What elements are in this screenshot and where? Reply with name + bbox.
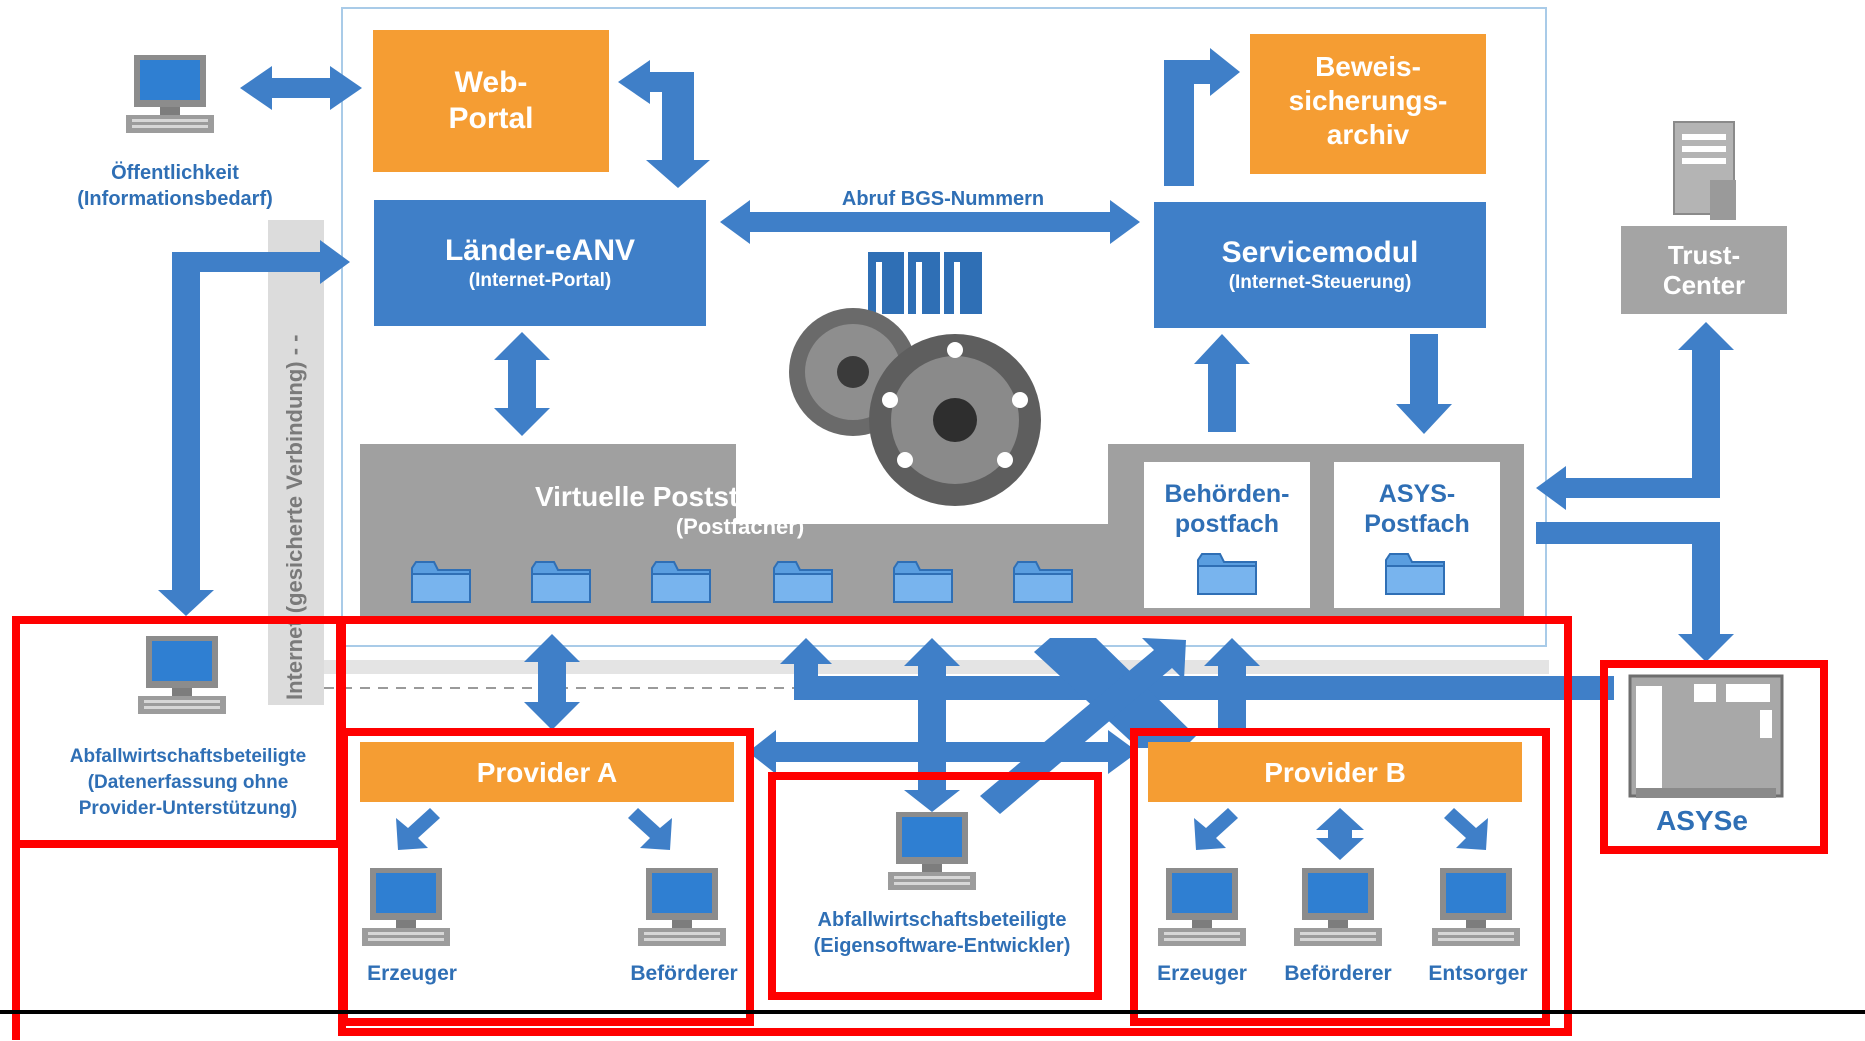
archive-box [1250,34,1486,174]
providerA-client-befoerderer: Beförderer [630,962,737,985]
service-title: Servicemodul [1222,236,1419,269]
left-party-label-2: (Datenerfassung ohne [88,772,289,793]
providerA-erzeuger-computer-icon [362,838,450,946]
asyse-device-icon [1628,674,1784,798]
trust-label-1: Trust- [1668,240,1740,270]
public-label-2: (Informationsbedarf) [77,188,273,210]
webportal-laender-arrow [618,60,710,188]
behoerden-label-2: postfach [1175,510,1279,538]
public-label-1: Öffentlichkeit [111,161,239,184]
providerA-virtual-arrow [524,634,580,730]
middle-party-label-1: Abfallwirtschaftsbeteiligte [818,909,1067,931]
abruf-label: Abruf BGS-Nummern [842,188,1044,210]
providerA-client-erzeuger: Erzeuger [367,962,457,985]
highlight-asyse [1600,660,1828,854]
providerA-title: Provider A [477,757,618,788]
public-webportal-arrow [240,66,362,110]
providerB-title: Provider B [1264,757,1406,788]
left-party-label-3: Provider-Unterstützung) [79,798,298,819]
trust-label-2: Center [1663,270,1745,300]
asys-asyse-arrow [1536,522,1734,662]
web-portal-label-2: Portal [448,102,533,135]
asyse-label: ASYSe [1656,805,1748,836]
system-frame [341,7,1547,647]
behoerden-label-1: Behörden- [1165,480,1290,508]
trust-server-icon [1673,121,1736,220]
highlight-providerA [340,728,754,1026]
asys-postfach-label-2: Postfach [1364,510,1470,538]
left-party-label-1: Abfallwirtschaftsbeteiligte [70,746,307,767]
internet-bar [268,220,324,705]
providerB-client-entsorger: Entsorger [1428,962,1527,985]
red-highlight-frames [12,616,1828,1036]
service-archive-arrow [1164,48,1240,186]
providerA-befoerderer-computer-icon [638,838,726,946]
providerA-box [360,742,734,802]
archive-label-1: Beweis- [1315,51,1421,82]
providerB-client-befoerderer: Beförderer [1284,962,1391,985]
asys-trust-arrow [1536,322,1734,510]
laender-box [374,200,706,326]
laender-subtitle: (Internet-Portal) [469,270,612,291]
laender-title: Länder-eANV [445,234,635,267]
providerB-entsorger-computer-icon [1432,838,1520,946]
behoerden-service-arrow [1194,334,1250,432]
providerB-client-erzeuger: Erzeuger [1157,962,1247,985]
laender-virtual-arrow [494,332,550,436]
internet-label: Internet (gesicherte Verbindung) - - [282,335,307,700]
providerB-box [1148,742,1522,802]
middle-arrows [748,638,1614,814]
laender-leftparty-arrow [158,240,350,616]
web-portal-label-1: Web- [455,66,528,99]
middle-party-label-2: (Eigensoftware-Entwickler) [814,935,1071,957]
public-computer-icon [126,25,214,133]
providerB-erzeuger-computer-icon [1158,838,1246,946]
service-box [1154,202,1486,328]
highlight-providerB [1130,728,1550,1026]
service-subtitle: (Internet-Steuerung) [1229,272,1412,293]
gears-icon [736,308,1108,524]
service-asys-arrow [1396,334,1452,434]
archive-label-2: sicherungs- [1289,85,1448,116]
highlight-middle-party [768,772,1102,1000]
providerB-arrows [1194,808,1488,860]
trust-box [1621,226,1787,314]
server-rack-icon [866,250,984,322]
archive-label-3: archiv [1327,119,1410,150]
web-portal-box [373,30,609,172]
asys-postfach-label-1: ASYS- [1379,480,1455,508]
abruf-arrow [720,200,1140,244]
